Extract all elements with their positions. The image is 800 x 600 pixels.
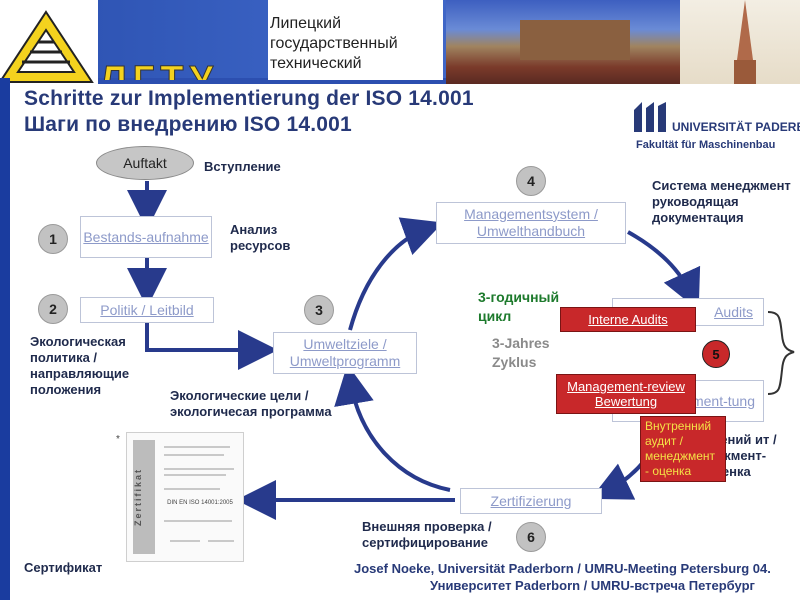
auftakt-label-ru: Вступление [204, 159, 281, 175]
certificate-line [164, 454, 224, 456]
certificate-line [164, 520, 232, 522]
bestand-label-ru: Анализ ресурсов [230, 222, 310, 254]
step-number-4: 4 [516, 166, 546, 196]
politik-label-ru: Экологическая политика / направляющие по… [30, 334, 142, 398]
certificate-line [164, 488, 220, 490]
certificate-standard: DIN EN ISO 14001:2005 [162, 500, 238, 506]
managementsystem-box: Managementsystem / Umwelthandbuch [436, 202, 626, 244]
certificate-label-ru: Сертификат [24, 560, 102, 576]
certificate-signature [208, 540, 234, 542]
bestand-box: Bestands-aufnahme [80, 216, 212, 258]
certificate-line [164, 474, 226, 476]
step-number-3: 3 [304, 295, 334, 325]
certificate-signature [170, 540, 200, 542]
certificate-side-text: Zertifikat [133, 440, 155, 554]
zertifizierung-label-ru: Внешняя проверка / сертифицирование [362, 519, 512, 551]
arrow-cycle-right [628, 232, 692, 296]
arrow-politik-umweltziele [147, 322, 262, 350]
certificate-line [164, 446, 230, 448]
management-review-label[interactable]: Management-review Bewertung [556, 374, 696, 414]
politik-box: Politik / Leitbild [80, 297, 214, 323]
umweltziele-label-ru: Экологические цели / экологичесая програ… [170, 388, 350, 420]
arrow-cycle-left [350, 380, 450, 490]
cycle-label-de: 3-Jahres Zyklus [492, 334, 582, 372]
zertifizierung-box: Zertifizierung [460, 488, 602, 514]
managementsystem-label-ru: Система менеджмент руководящая документа… [652, 178, 800, 226]
arrow-cycle-up [350, 228, 428, 330]
auftakt-node: Auftakt [96, 146, 194, 180]
certificate-line [164, 468, 234, 470]
interne-audits-label[interactable]: Interne Audits [560, 307, 696, 332]
certificate-corner-mark: * [116, 434, 126, 444]
step-number-1: 1 [38, 224, 68, 254]
footer-line-2: Университет Paderborn / UMRU-встреча Пет… [430, 578, 755, 593]
step-number-5: 5 [702, 340, 730, 368]
footer-line-1: Josef Noeke, Universität Paderborn / UMR… [354, 561, 771, 576]
step-number-6: 6 [516, 522, 546, 552]
umweltziele-box: Umweltziele / Umweltprogramm [273, 332, 417, 374]
internal-audit-ru-label: Внутренний аудит / менеджмент - оценка [640, 416, 726, 482]
step-number-2: 2 [38, 294, 68, 324]
bracket [768, 312, 794, 394]
